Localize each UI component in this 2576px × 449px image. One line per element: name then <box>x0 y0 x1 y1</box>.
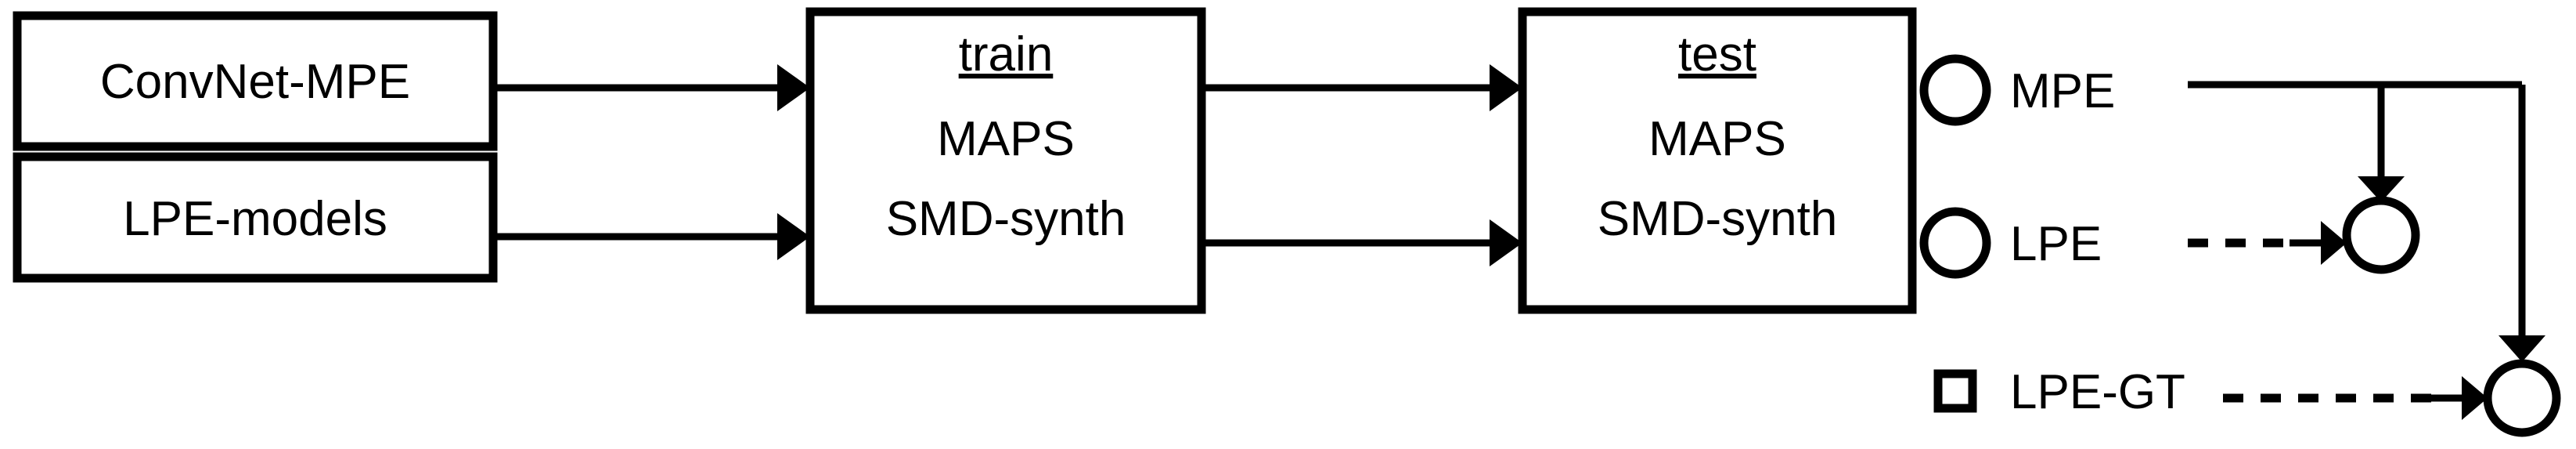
connector-train-to-test-bottom <box>1202 219 1522 266</box>
source-box-convnet-mpe-rect <box>13 11 498 151</box>
connector-lpe-to-junction-arrowhead <box>2321 221 2347 265</box>
output-marker-lpe[interactable]: LPE <box>1919 207 2102 279</box>
stage-box-test[interactable]: test MAPS SMD-synth <box>1518 7 1917 314</box>
circle-marker-lpe-icon <box>1919 207 1991 279</box>
junction-lpe[interactable] <box>2342 196 2420 274</box>
stage-box-train-line-1: MAPS <box>937 112 1075 166</box>
stage-box-train-rect <box>805 7 1206 314</box>
connector-mpe-branch-down-arrowhead <box>2358 176 2405 202</box>
connector-train-to-test-top-arrowhead <box>1490 64 1522 111</box>
output-label-mpe: MPE <box>2010 64 2115 118</box>
stage-box-test-line-2: SMD-synth <box>1598 192 1838 246</box>
stage-box-train[interactable]: train MAPS SMD-synth <box>805 7 1206 314</box>
stage-box-test-rect <box>1518 7 1917 314</box>
output-marker-lpe-gt[interactable]: LPE-GT <box>1933 365 2185 419</box>
circle-junction-lpe-gt-icon <box>2483 359 2561 437</box>
source-box-convnet-mpe[interactable]: ConvNet-MPE <box>13 11 498 151</box>
square-marker-lpe-gt-icon <box>1933 369 1977 413</box>
stage-box-train-line-2: SMD-synth <box>886 192 1126 246</box>
connector-train-to-test-bottom-arrowhead <box>1490 219 1522 266</box>
stage-box-train-heading: train <box>959 27 1054 81</box>
output-label-lpe-gt: LPE-GT <box>2010 365 2185 419</box>
source-box-lpe-models[interactable]: LPE-models <box>13 152 498 283</box>
connector-lpe-models-to-train <box>493 213 810 260</box>
output-marker-mpe[interactable]: MPE <box>1919 54 2115 126</box>
connector-convnet-to-train <box>493 64 810 111</box>
connector-convnet-to-train-arrowhead <box>777 64 810 111</box>
stage-box-test-line-1: MAPS <box>1648 112 1786 166</box>
source-box-convnet-mpe-label: ConvNet-MPE <box>100 55 410 109</box>
stage-box-test-heading: test <box>1678 27 1756 81</box>
junction-lpe-gt[interactable] <box>2483 359 2561 437</box>
connector-lpe-gt-to-junction-arrowhead <box>2462 376 2488 420</box>
circle-junction-lpe-icon <box>2342 196 2420 274</box>
connector-mpe-routing <box>2188 81 2545 362</box>
connector-lpe-models-to-train-arrowhead <box>777 213 810 260</box>
connector-train-to-test-top <box>1202 64 1522 111</box>
connector-lpe-gt-to-junction <box>2223 376 2488 420</box>
source-box-lpe-models-rect <box>13 152 498 283</box>
circle-marker-mpe-icon <box>1919 54 1991 126</box>
output-label-lpe: LPE <box>2010 217 2102 271</box>
connector-lpe-to-junction <box>2188 221 2347 265</box>
source-box-lpe-models-label: LPE-models <box>123 192 387 246</box>
connector-mpe-right-down-arrowhead <box>2499 335 2545 362</box>
